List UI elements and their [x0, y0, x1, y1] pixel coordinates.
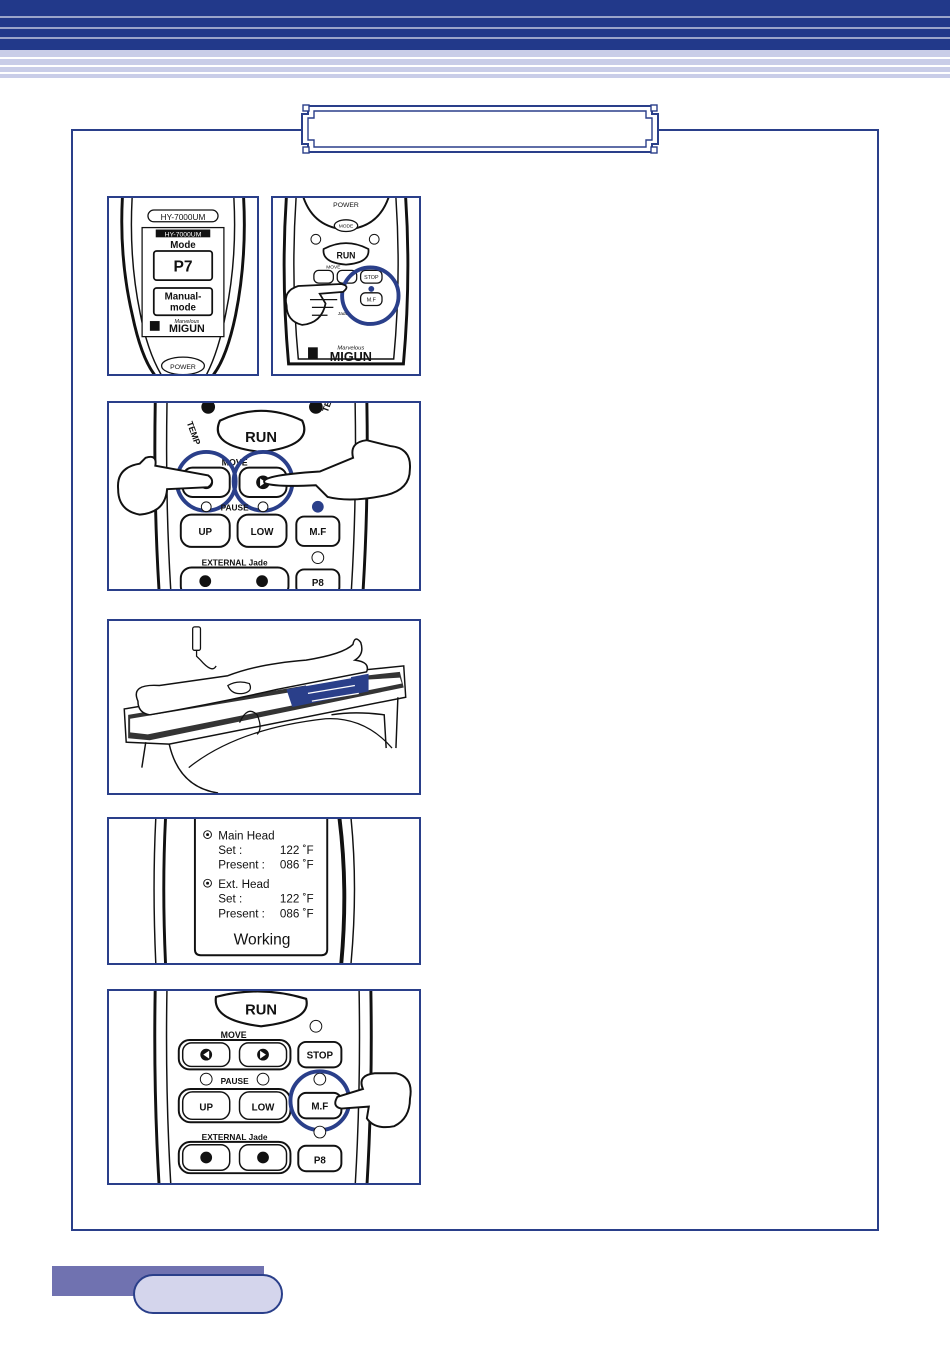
remote-icon: [192, 626, 202, 651]
external-label: EXTERNAL Jade: [202, 1132, 268, 1142]
move-label: MOVE: [221, 1030, 247, 1040]
set-label: Set :: [218, 844, 242, 857]
pointing-hand-left-icon: [117, 455, 214, 516]
person-icon: [135, 638, 369, 716]
mode-label: MODE: [339, 224, 354, 230]
stop-label: STOP: [307, 1051, 334, 1062]
lcd-panel: Main Head Set : 122 ˚F Present : 086 ˚F …: [107, 817, 421, 965]
remote-move-panel: TEMP TEMP RUN MOVE PAUSE UP LOW M.F EXTE…: [107, 401, 421, 591]
status-label: Working: [234, 932, 291, 949]
manual-line1: Manual-: [165, 292, 202, 303]
target-icon: [206, 881, 210, 885]
jade-label: Jade: [338, 311, 349, 317]
migun-logo-icon: [308, 347, 318, 359]
set-value: 122 ˚F: [280, 844, 314, 857]
header-band: [0, 0, 950, 78]
up-label: UP: [199, 1103, 213, 1114]
mf-label: M.F: [311, 1102, 328, 1113]
pointing-hand-icon: [334, 1072, 412, 1129]
run-label: RUN: [245, 430, 277, 446]
present-label: Present :: [218, 859, 265, 872]
run-label: RUN: [337, 251, 356, 261]
remote-display-panel: HY-7000UM HY-7000UM Mode P7 Manual- mode…: [107, 196, 259, 376]
model-label: HY-7000UM: [161, 213, 206, 222]
brand-name: MIGUN: [330, 350, 372, 364]
brand-name: MIGUN: [169, 323, 205, 335]
stop-label: STOP: [364, 275, 379, 281]
temp-right-label: TEMP: [320, 403, 338, 413]
mode-label: Mode: [170, 240, 196, 251]
massage-bed-panel: [107, 619, 421, 795]
page-footer-tab: [52, 1266, 284, 1316]
ext-set-value: 122 ˚F: [280, 893, 314, 906]
model-badge: HY-7000UM: [165, 231, 202, 238]
remote-mf-panel: POWER MODE RUN MOVE STOP M.F Jade Marvel…: [271, 196, 421, 376]
manual-line2: mode: [170, 302, 197, 313]
ext-present-value: 086 ˚F: [280, 907, 314, 920]
present-value: 086 ˚F: [280, 859, 314, 872]
brand-small: Marvelous: [175, 319, 200, 325]
target-icon: [206, 833, 210, 837]
migun-logo-icon: [149, 321, 160, 331]
highlight-circle-icon: [340, 265, 401, 326]
external-label: EXTERNAL Jade: [202, 558, 268, 568]
ext-present-label: Present :: [218, 907, 265, 920]
title-plate: [300, 102, 660, 156]
move-label: MOVE: [326, 264, 341, 270]
indicator-icon: [311, 500, 324, 513]
indicator-icon: [368, 286, 375, 292]
p8-label: P8: [312, 578, 325, 589]
p8-label: P8: [314, 1155, 327, 1166]
low-label: LOW: [252, 1103, 276, 1114]
pause-label: PAUSE: [221, 503, 249, 513]
ext-set-label: Set :: [218, 893, 242, 906]
program-label: P7: [173, 258, 192, 275]
low-label: LOW: [251, 527, 275, 538]
mf-label: M.F: [367, 298, 377, 304]
up-label: UP: [198, 527, 212, 538]
ext-head-label: Ext. Head: [218, 878, 269, 891]
brand-small: Marvelous: [337, 345, 364, 351]
power-label: POWER: [170, 364, 196, 371]
remote-mf2-panel: RUN MOVE STOP PAUSE UP LOW M.F EXTERNAL …: [107, 989, 421, 1185]
pointing-hand-icon: [285, 283, 348, 326]
main-head-label: Main Head: [218, 829, 274, 842]
pointing-hand-right-icon: [263, 439, 411, 501]
mf-label: M.F: [309, 527, 326, 538]
power-label: POWER: [333, 202, 359, 209]
pause-label: PAUSE: [221, 1076, 249, 1086]
move-label: MOVE: [222, 458, 248, 468]
run-label: RUN: [245, 1003, 277, 1019]
